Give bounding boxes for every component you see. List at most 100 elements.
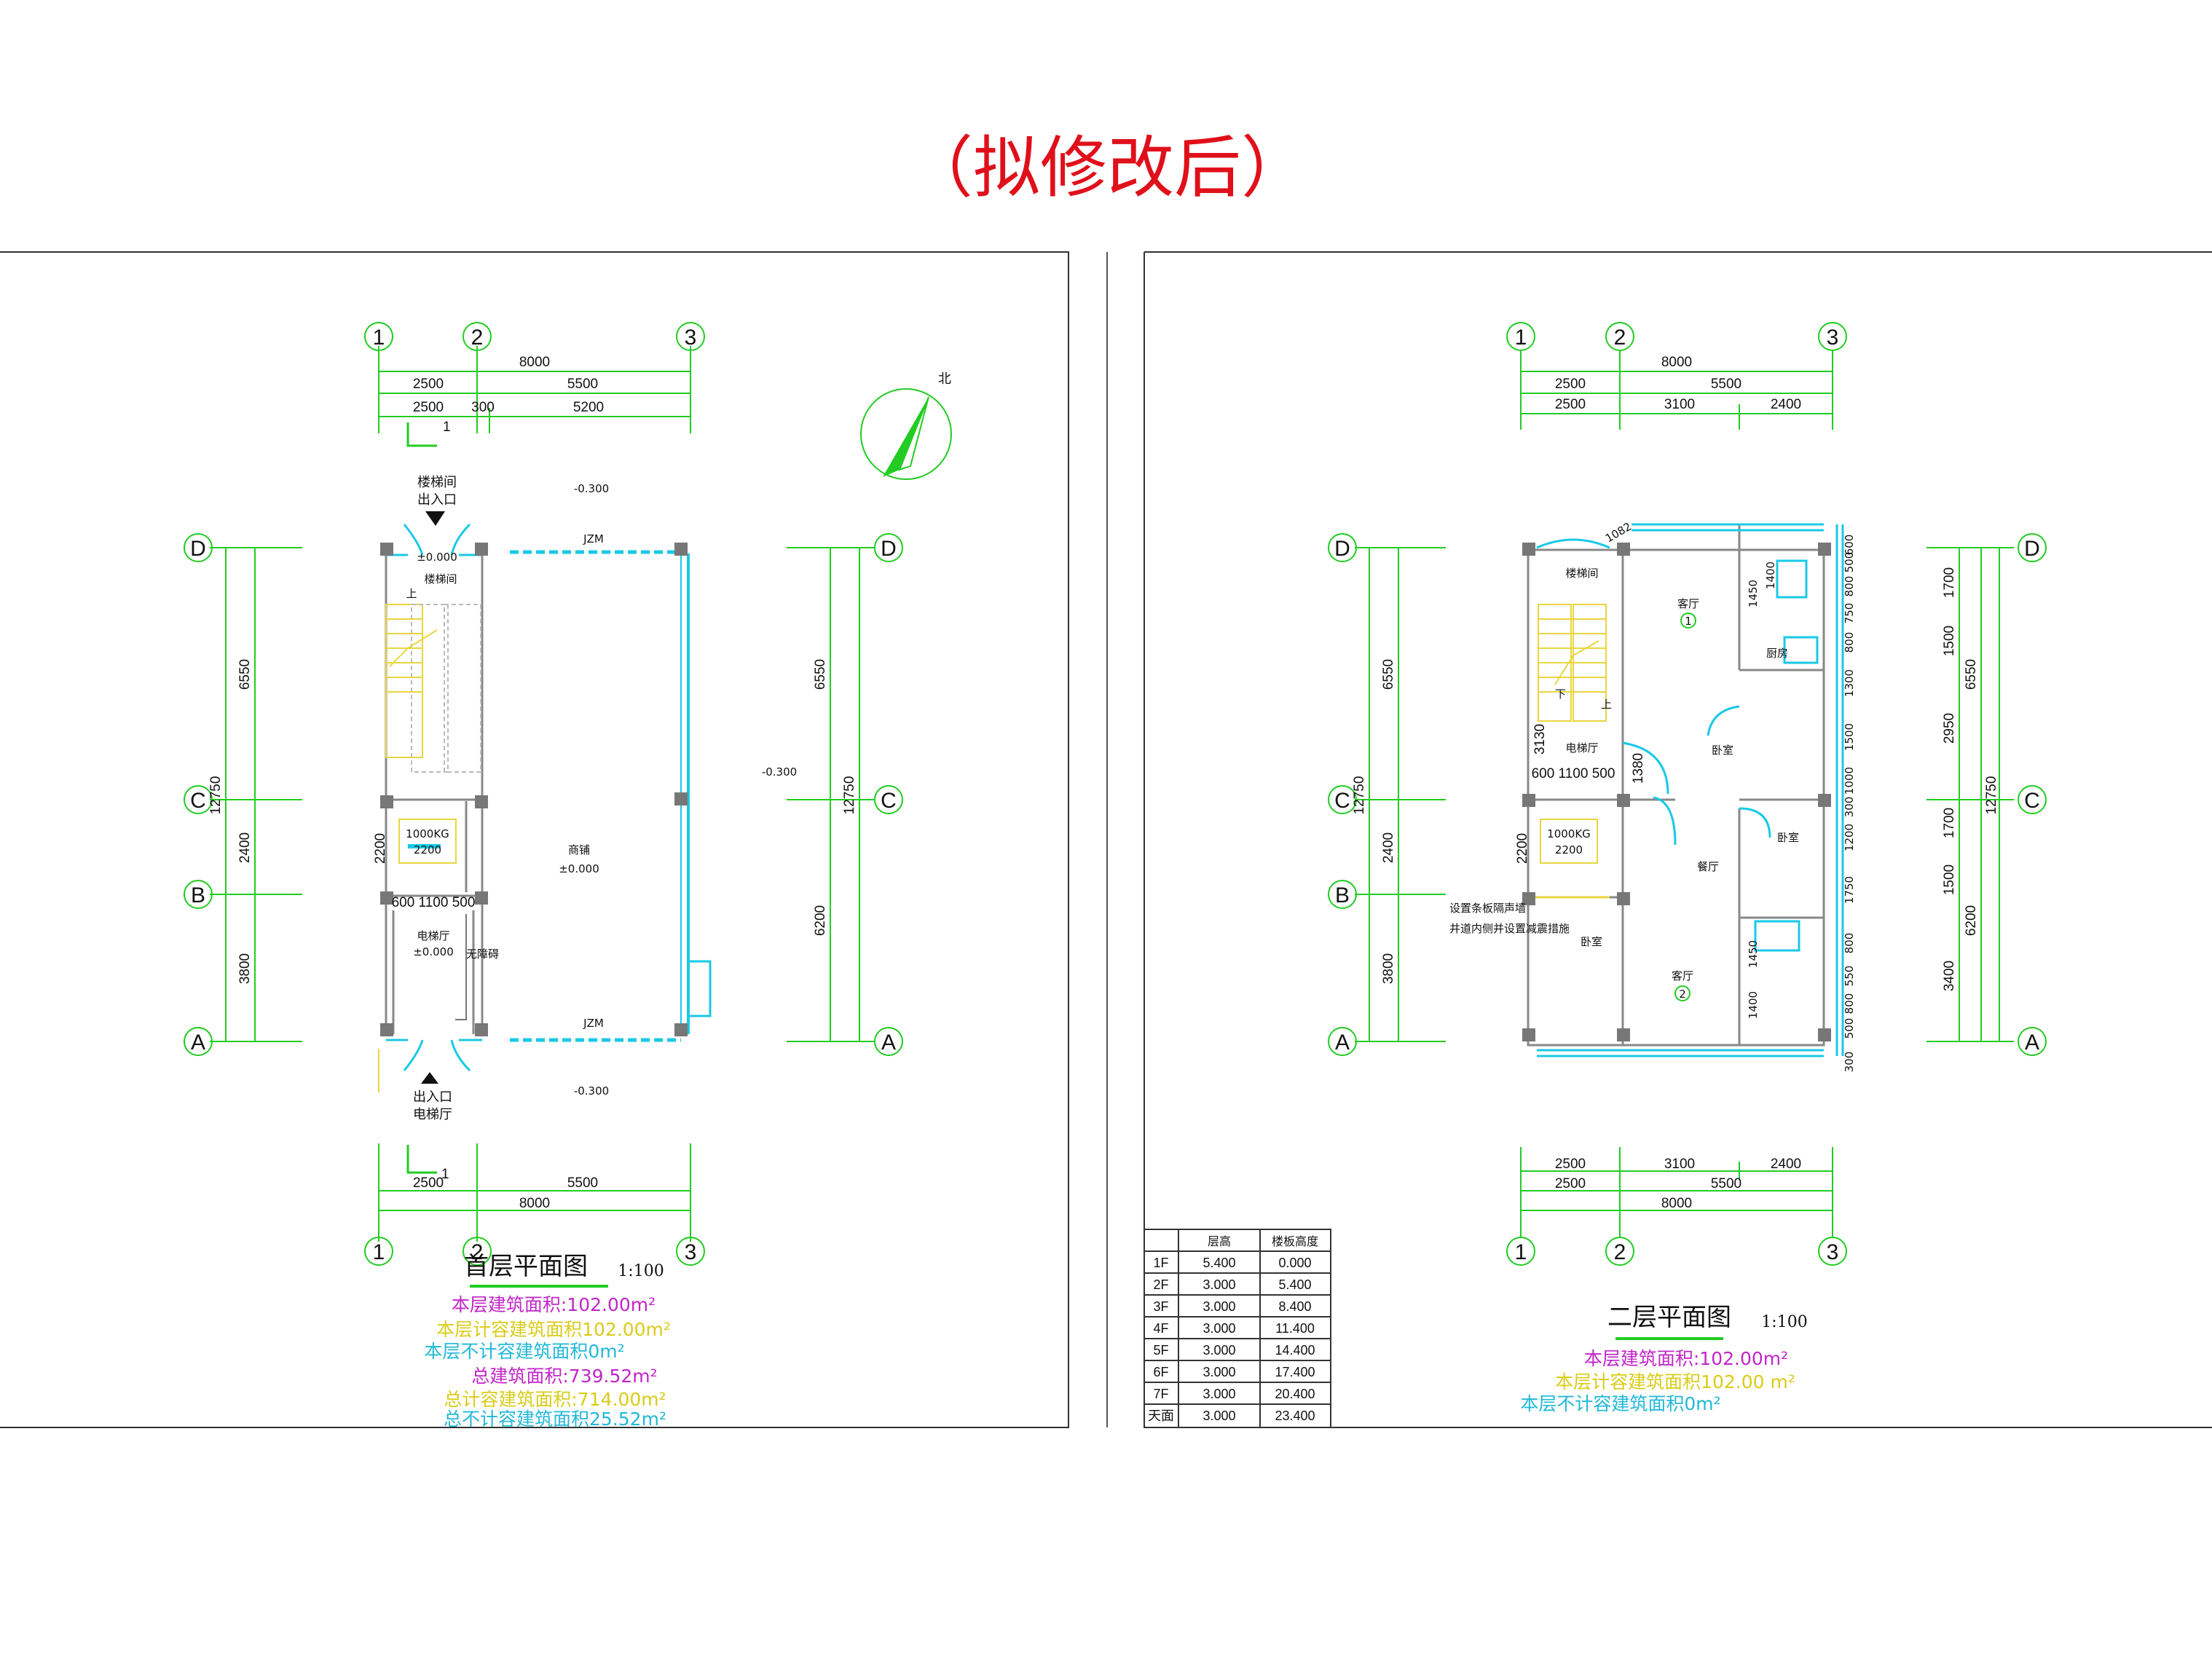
table-row-2-cell-1: 3.000 [1203,1299,1235,1314]
plan2-grid-D-right: D [2024,537,2040,561]
plan2-dim-left-b: 2400 [1381,832,1396,863]
plan2-living2-no: 2 [1679,988,1686,1001]
table-row-6-cell-1: 3.000 [1203,1387,1235,1401]
plan1-dim-bottom-b: 5500 [567,1175,598,1191]
plan1-stair-room: 楼梯间 [424,572,457,586]
plan2-dim-top-a: 2500 [1555,377,1586,392]
plan2-corner-dim: 1082 [1603,520,1634,545]
table-row-7-cell-0: 天面 [1148,1409,1174,1423]
plan2-bath2-a: 1450 [1747,940,1760,968]
table-row-1-cell-1: 3.000 [1203,1277,1235,1292]
plan2-area-0: 本层建筑面积:102.00m² [1584,1348,1788,1369]
plan1-scale: 1:100 [618,1262,664,1280]
plan2-dim-bottom-total: 8000 [1661,1196,1692,1211]
plan2-dim-mid-4: 1500 [1942,864,1957,895]
plan2-grid-2-bottom: 2 [1614,1240,1626,1264]
plan2-dim-mid-3: 1700 [1942,808,1957,838]
plan2-dim-in-0: 600 [1843,535,1856,556]
plan2-living1-no: 1 [1685,615,1692,628]
plan1-beam-bottom: JZM [583,1017,604,1030]
plan2-dim-lines [1355,350,2014,1238]
plan2-dim-right-b: 6200 [1964,905,1979,936]
plan1-section-top-label: 1 [443,420,451,435]
plan2-dim-left-a: 6550 [1381,659,1396,690]
plan2-grid-2-top: 2 [1614,326,1626,350]
plan2-walls [1527,524,1825,1047]
table-header-slab: 楼板高度 [1272,1234,1318,1248]
plan1-dim-bottom-a: 2500 [413,1175,444,1191]
plan1-area-1: 本层计容建筑面积102.00m² [436,1319,671,1340]
plan2-dim-in-15: 300 [1843,1052,1856,1073]
plan2-dim-top-c: 2500 [1555,397,1586,412]
plan2-grid-A-left: A [1335,1031,1350,1055]
plan1-elevator-hall-elev: ±0.000 [413,945,454,958]
plan2-area-2: 本层不计容建筑面积0m² [1520,1393,1720,1414]
plan1-dim-bottom-total: 8000 [519,1196,550,1211]
plan2-dim-in-1: 500 [1843,552,1856,573]
plan1-elev-bottom: -0.300 [574,1084,609,1098]
plan2-stair [1538,604,1607,722]
plan2-dim-in-9: 1200 [1843,824,1856,851]
table-row-1-cell-2: 5.400 [1278,1277,1311,1292]
plan1-dim-left-total: 12750 [208,776,224,815]
plan1-entry-arrow-top [425,511,445,526]
plan1-title: 首层平面图 [464,1252,588,1281]
plan2-glazing [1536,523,1844,1057]
plan1-grid-3-top: 3 [685,326,697,350]
table-row-0-cell-1: 5.400 [1203,1256,1235,1270]
page-title: （拟修改后） [906,129,1308,207]
plan2-dim-bottom-a: 2500 [1555,1157,1586,1172]
plan2-living2: 客厅 [1672,969,1693,982]
plan2-bath2-b: 1400 [1747,991,1760,1019]
plan2-dim-in-8: 300 [1843,797,1856,818]
plan1-section-bottom-label: 1 [441,1167,449,1182]
plan2-grid-bubbles [1328,322,2047,1266]
plan2-dim-bottom-b: 3100 [1664,1157,1695,1172]
plan2-dim-top-d: 3100 [1664,397,1695,412]
plan2-dim-bottom-d: 2500 [1555,1176,1586,1191]
plan2-columns [1522,543,1831,1041]
table-row-5-cell-2: 17.400 [1275,1365,1315,1379]
plan1-grid-2-bottom: 2 [471,1240,484,1264]
table-row-5-cell-1: 3.000 [1203,1365,1235,1379]
plan1-section-mark-top [406,422,437,1174]
plan1-elev-top: -0.300 [574,482,609,495]
plan1-dim-left-a: 6550 [237,659,253,690]
plan2-scale: 1:100 [1761,1313,1807,1331]
plan1-grid-2-top: 2 [471,326,484,350]
plan2-grid-D-left: D [1334,537,1350,561]
plan2-stair-room: 楼梯间 [1565,567,1598,580]
plan2-elevator-cap: 1000KG [1547,827,1591,840]
plan2-dim-top-e: 2400 [1771,397,1801,412]
plan2-dim-in-7: 1000 [1843,767,1856,795]
plan2-note2: 井道内侧并设置减震措施 [1449,922,1570,935]
plan1-dim-left-b: 2400 [237,832,253,863]
plan2-dim-right-total: 12750 [1984,776,1999,815]
plan2-bedroom1: 卧室 [1712,744,1733,757]
table-header-height: 层高 [1208,1234,1231,1248]
plan2-dim-left-total: 12750 [1352,776,1367,815]
plan2-dim-bottom-c: 2400 [1771,1157,1801,1172]
plan1-area-5: 总不计容建筑面积25.52m² [444,1409,666,1430]
plan1-dim-top-a: 2500 [413,377,444,392]
plan1-entry-arrow-bottom [421,1072,438,1084]
plan2-dim-bottom-e: 5500 [1711,1176,1741,1191]
plan1-area-2: 本层不计容建筑面积0m² [424,1341,624,1362]
plan1-dim-right-total: 12750 [842,776,857,815]
plan1-elevator-box [398,819,457,864]
table-row-6-cell-2: 20.400 [1275,1387,1315,1401]
plan2-area-1: 本层计容建筑面积102.00 m² [1555,1371,1795,1393]
plan2-living1-circle [1680,612,1696,629]
plan1-ramp-label: 无障碍 [466,948,499,961]
plan2-dim-in-13: 800 [1843,993,1856,1015]
plan2-grid-A-right: A [2025,1031,2039,1055]
plan1-area-0: 本层建筑面积:102.00m² [452,1294,656,1315]
plan2-dim-right-a: 6550 [1964,659,1979,690]
plan2-stair-up: 上 [1601,698,1612,711]
table-row-6-cell-0: 7F [1153,1387,1168,1401]
plan1-elevator-entry: 出入口电梯厅 [413,1090,452,1122]
plan1-grid-D-right: D [881,537,897,561]
plan2-dim-mid-5: 3400 [1942,961,1957,991]
table-row-5-cell-0: 6F [1153,1365,1168,1379]
